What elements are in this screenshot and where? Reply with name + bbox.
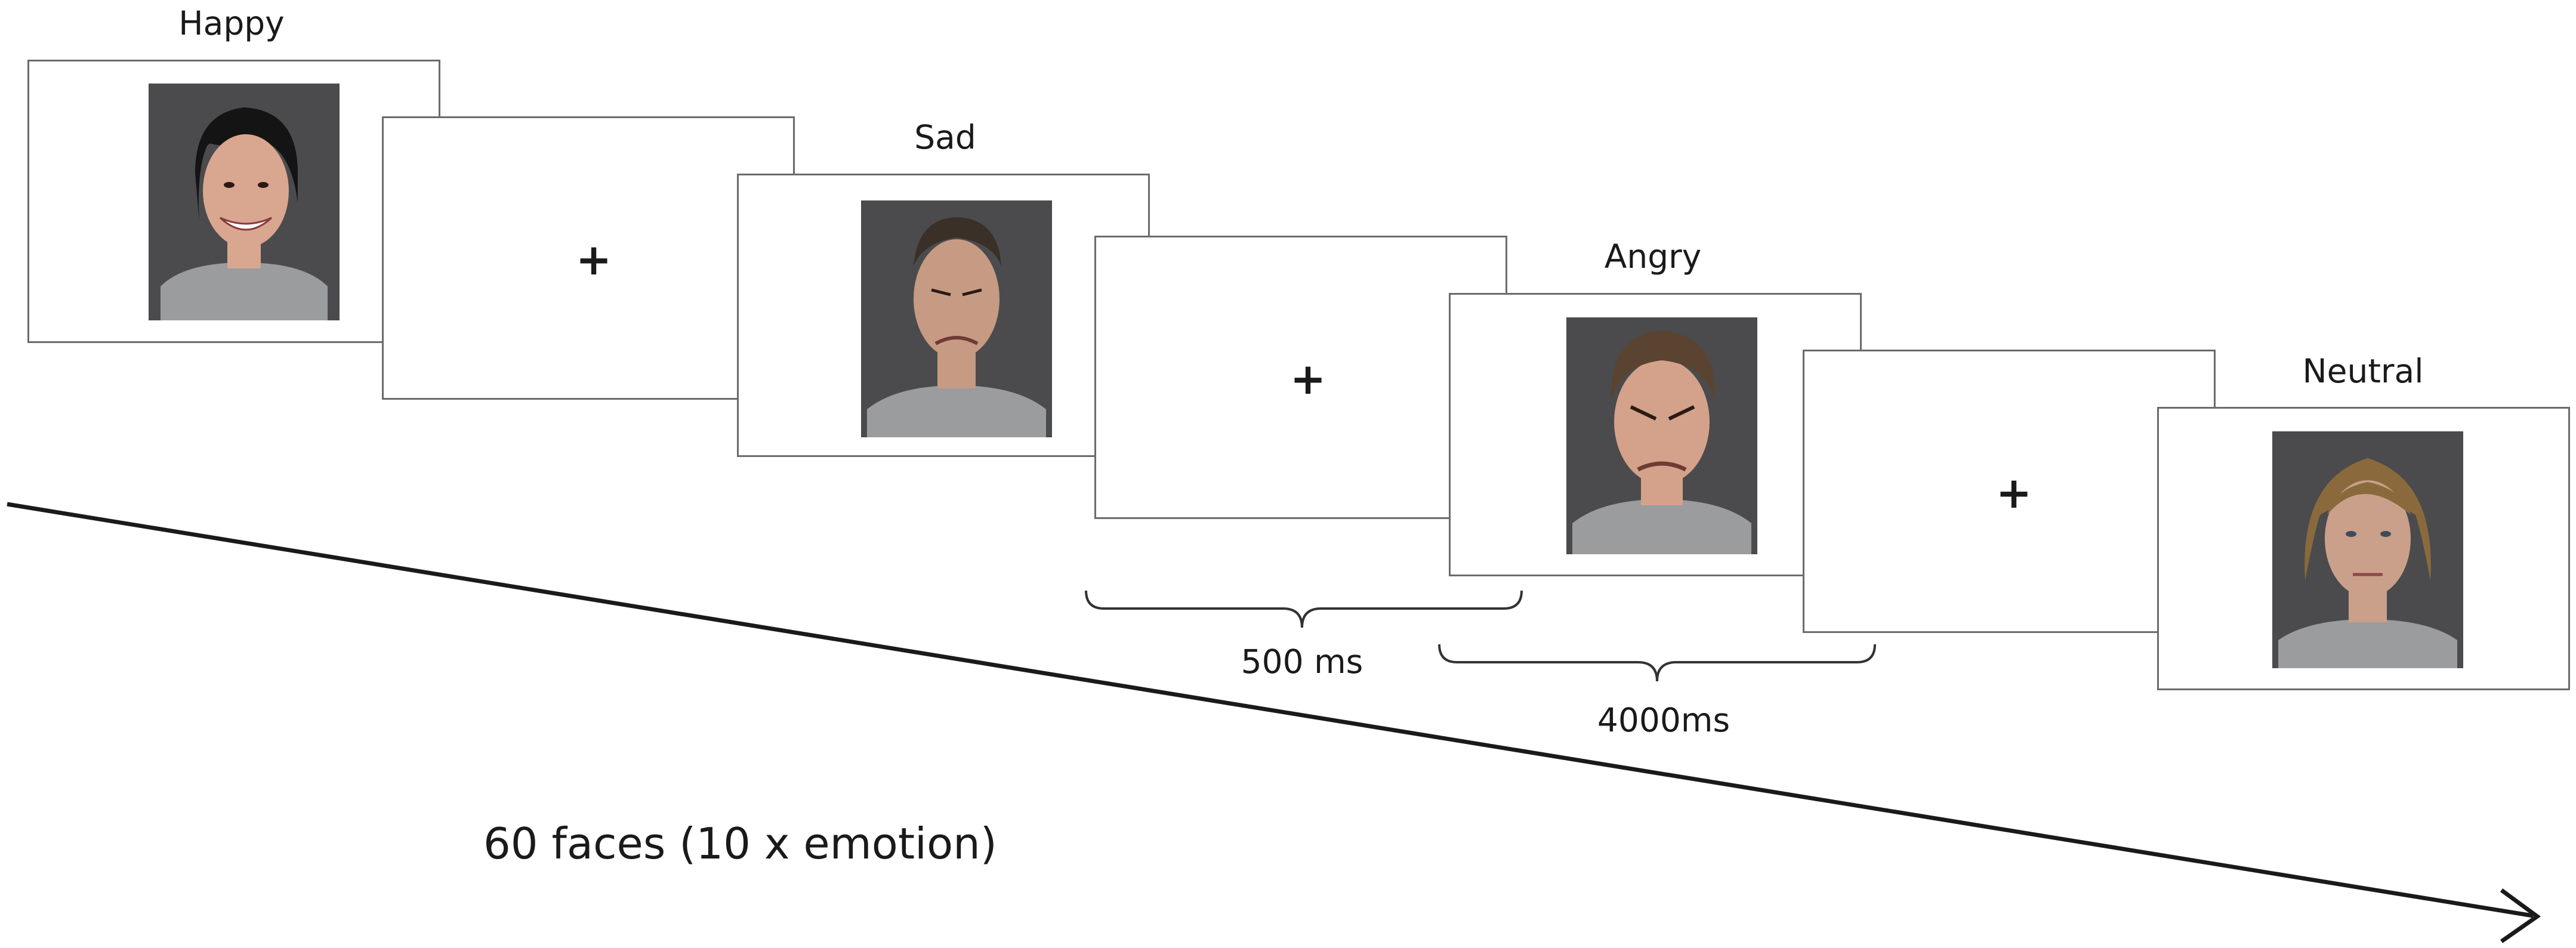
fixation-frame-3: + bbox=[1803, 350, 2216, 633]
fixation-duration-label: 500 ms bbox=[1241, 643, 1363, 681]
sad-label: Sad bbox=[914, 118, 976, 156]
fixation-cross: + bbox=[1995, 468, 2032, 518]
happy-face-photo bbox=[149, 84, 340, 320]
angry-label: Angry bbox=[1604, 237, 1702, 276]
fixation-cross: + bbox=[1289, 354, 1326, 404]
trial-count-caption: 60 faces (10 x emotion) bbox=[483, 819, 997, 869]
time-arrow-line bbox=[7, 502, 2534, 918]
neutral-face-photo bbox=[2272, 431, 2463, 668]
fixation-frame-1: + bbox=[382, 116, 795, 400]
fixation-frame-2: + bbox=[1094, 236, 1507, 519]
fixation-cross: + bbox=[575, 234, 612, 285]
face-duration-label: 4000ms bbox=[1597, 701, 1730, 739]
neutral-label: Neutral bbox=[2302, 352, 2424, 390]
angry-face-photo bbox=[1566, 317, 1757, 554]
sad-face-frame bbox=[737, 174, 1150, 457]
time-arrowhead-icon bbox=[2500, 888, 2541, 943]
neutral-face-frame bbox=[2157, 407, 2570, 690]
fixation-duration-brace bbox=[1085, 590, 1523, 628]
happy-face-frame bbox=[27, 60, 440, 343]
happy-label: Happy bbox=[178, 4, 285, 42]
angry-face-frame bbox=[1449, 293, 1862, 576]
face-duration-brace bbox=[1438, 644, 1876, 682]
sad-face-photo bbox=[861, 200, 1052, 437]
